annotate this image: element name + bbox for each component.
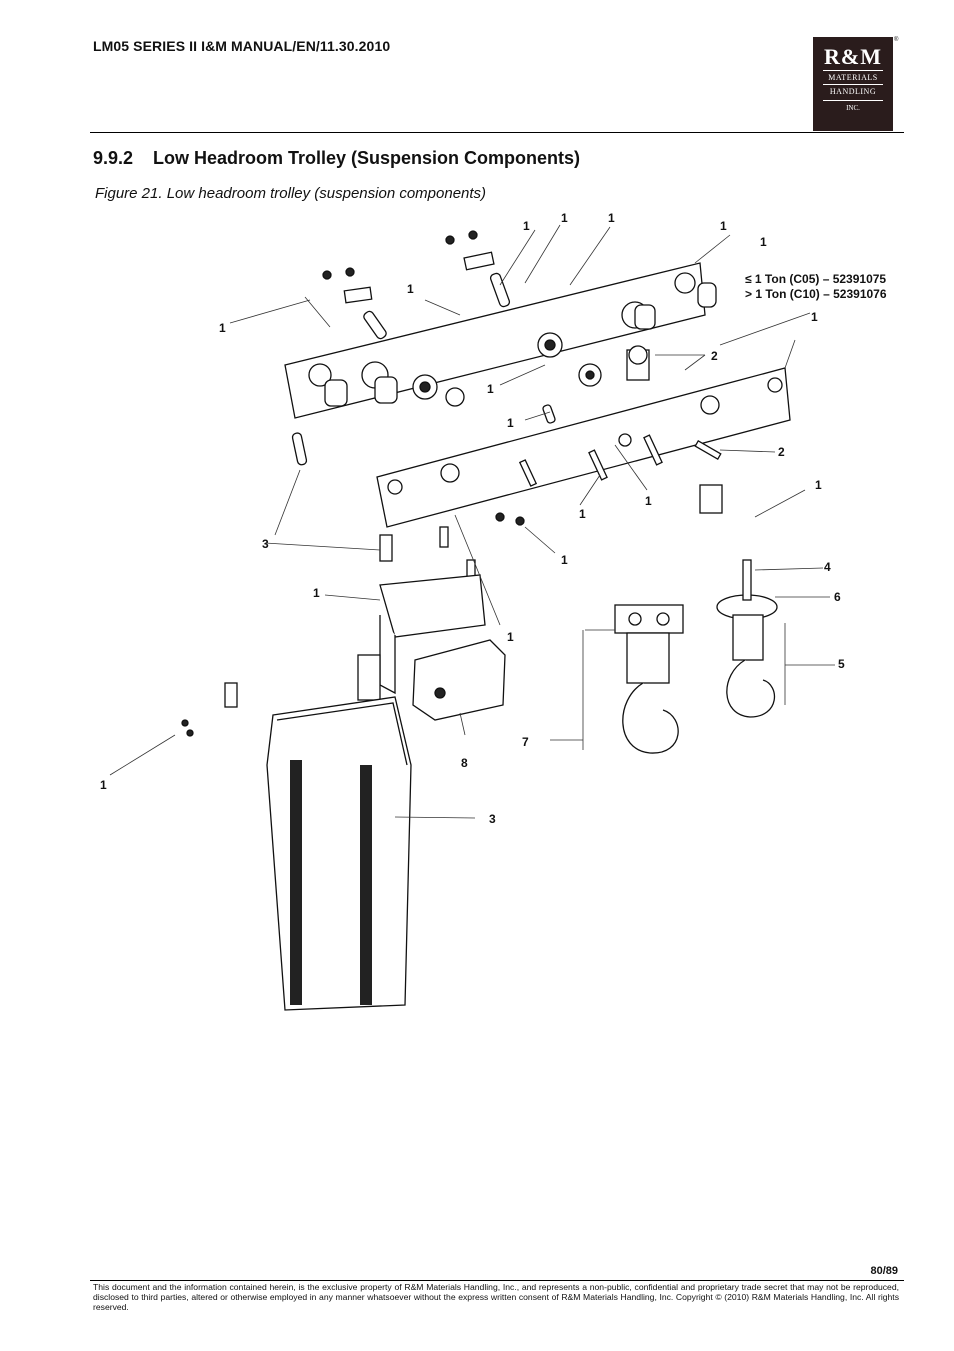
- hook-block-large: [716, 559, 778, 718]
- callout-1-o: 1: [313, 586, 320, 600]
- rear-side-plate: [284, 262, 717, 419]
- chain-container: [266, 696, 412, 1011]
- front-side-plate: [376, 367, 791, 528]
- exploded-parts-diagram: 1 1 1 1 1 1 1 1 1 1 1 1 1 1 1 1 1 2 2 3 …: [100, 211, 887, 1011]
- callout-1-g: 1: [760, 235, 767, 249]
- callout-1-c: 1: [523, 219, 530, 233]
- callout-1-f: 1: [720, 219, 727, 233]
- page-number: 80/89: [870, 1265, 898, 1277]
- callout-3-b: 3: [489, 812, 496, 826]
- logo-line-handling: HANDLING: [823, 84, 883, 96]
- callout-1-p: 1: [507, 630, 514, 644]
- logo-brand: R&M: [824, 44, 882, 69]
- fastener-sets: [181, 230, 723, 737]
- trolley-bracket: [357, 574, 486, 701]
- callout-1-e: 1: [608, 211, 615, 225]
- registered-mark: ®: [894, 37, 899, 43]
- note-large-ton: > 1 Ton (C10) – 52391076: [745, 287, 887, 301]
- callout-1-b: 1: [407, 282, 414, 296]
- section-heading: 9.9.2 Low Headroom Trolley (Suspension Co…: [93, 148, 580, 169]
- logo-line-inc: INC.: [823, 100, 883, 112]
- logo-line-materials: MATERIALS: [823, 70, 883, 82]
- legal-notice: This document and the information contai…: [93, 1282, 899, 1312]
- callout-1-d: 1: [561, 211, 568, 225]
- callout-2-a: 2: [711, 349, 718, 363]
- hook-block-small: [614, 604, 684, 754]
- callout-1-l: 1: [645, 494, 652, 508]
- callout-1-n: 1: [561, 553, 568, 567]
- section-number: 9.9.2: [93, 148, 134, 168]
- footer-rule: [90, 1280, 904, 1281]
- callout-3-a: 3: [262, 537, 269, 551]
- note-small-ton: ≤ 1 Ton (C05) – 52391075: [745, 272, 886, 286]
- callout-1-q: 1: [100, 778, 107, 792]
- section-title: Low Headroom Trolley (Suspension Compone…: [153, 148, 581, 168]
- document-header-title: LM05 SERIES II I&M MANUAL/EN/11.30.2010: [93, 38, 391, 54]
- header-rule: [90, 132, 904, 133]
- callout-1-i: 1: [487, 382, 494, 396]
- callout-labels: 1 1 1 1 1 1 1 1 1 1 1 1 1 1 1 1 1 2 2 3 …: [100, 211, 887, 826]
- callout-1-h: 1: [811, 310, 818, 324]
- callout-1-m: 1: [579, 507, 586, 521]
- callout-5: 5: [838, 657, 845, 671]
- figure-caption: Figure 21. Low headroom trolley (suspens…: [95, 185, 487, 202]
- callout-1-k: 1: [815, 478, 822, 492]
- callout-6: 6: [834, 590, 841, 604]
- callout-1-a: 1: [219, 321, 226, 335]
- callout-8: 8: [461, 756, 468, 770]
- callout-4: 4: [824, 560, 831, 574]
- company-logo: R&M MATERIALS HANDLING INC.: [813, 37, 893, 131]
- callout-7: 7: [522, 735, 529, 749]
- callout-2-b: 2: [778, 445, 785, 459]
- gear-motor-cover: [412, 639, 506, 721]
- callout-1-j: 1: [507, 416, 514, 430]
- callout-leaders: [109, 224, 835, 819]
